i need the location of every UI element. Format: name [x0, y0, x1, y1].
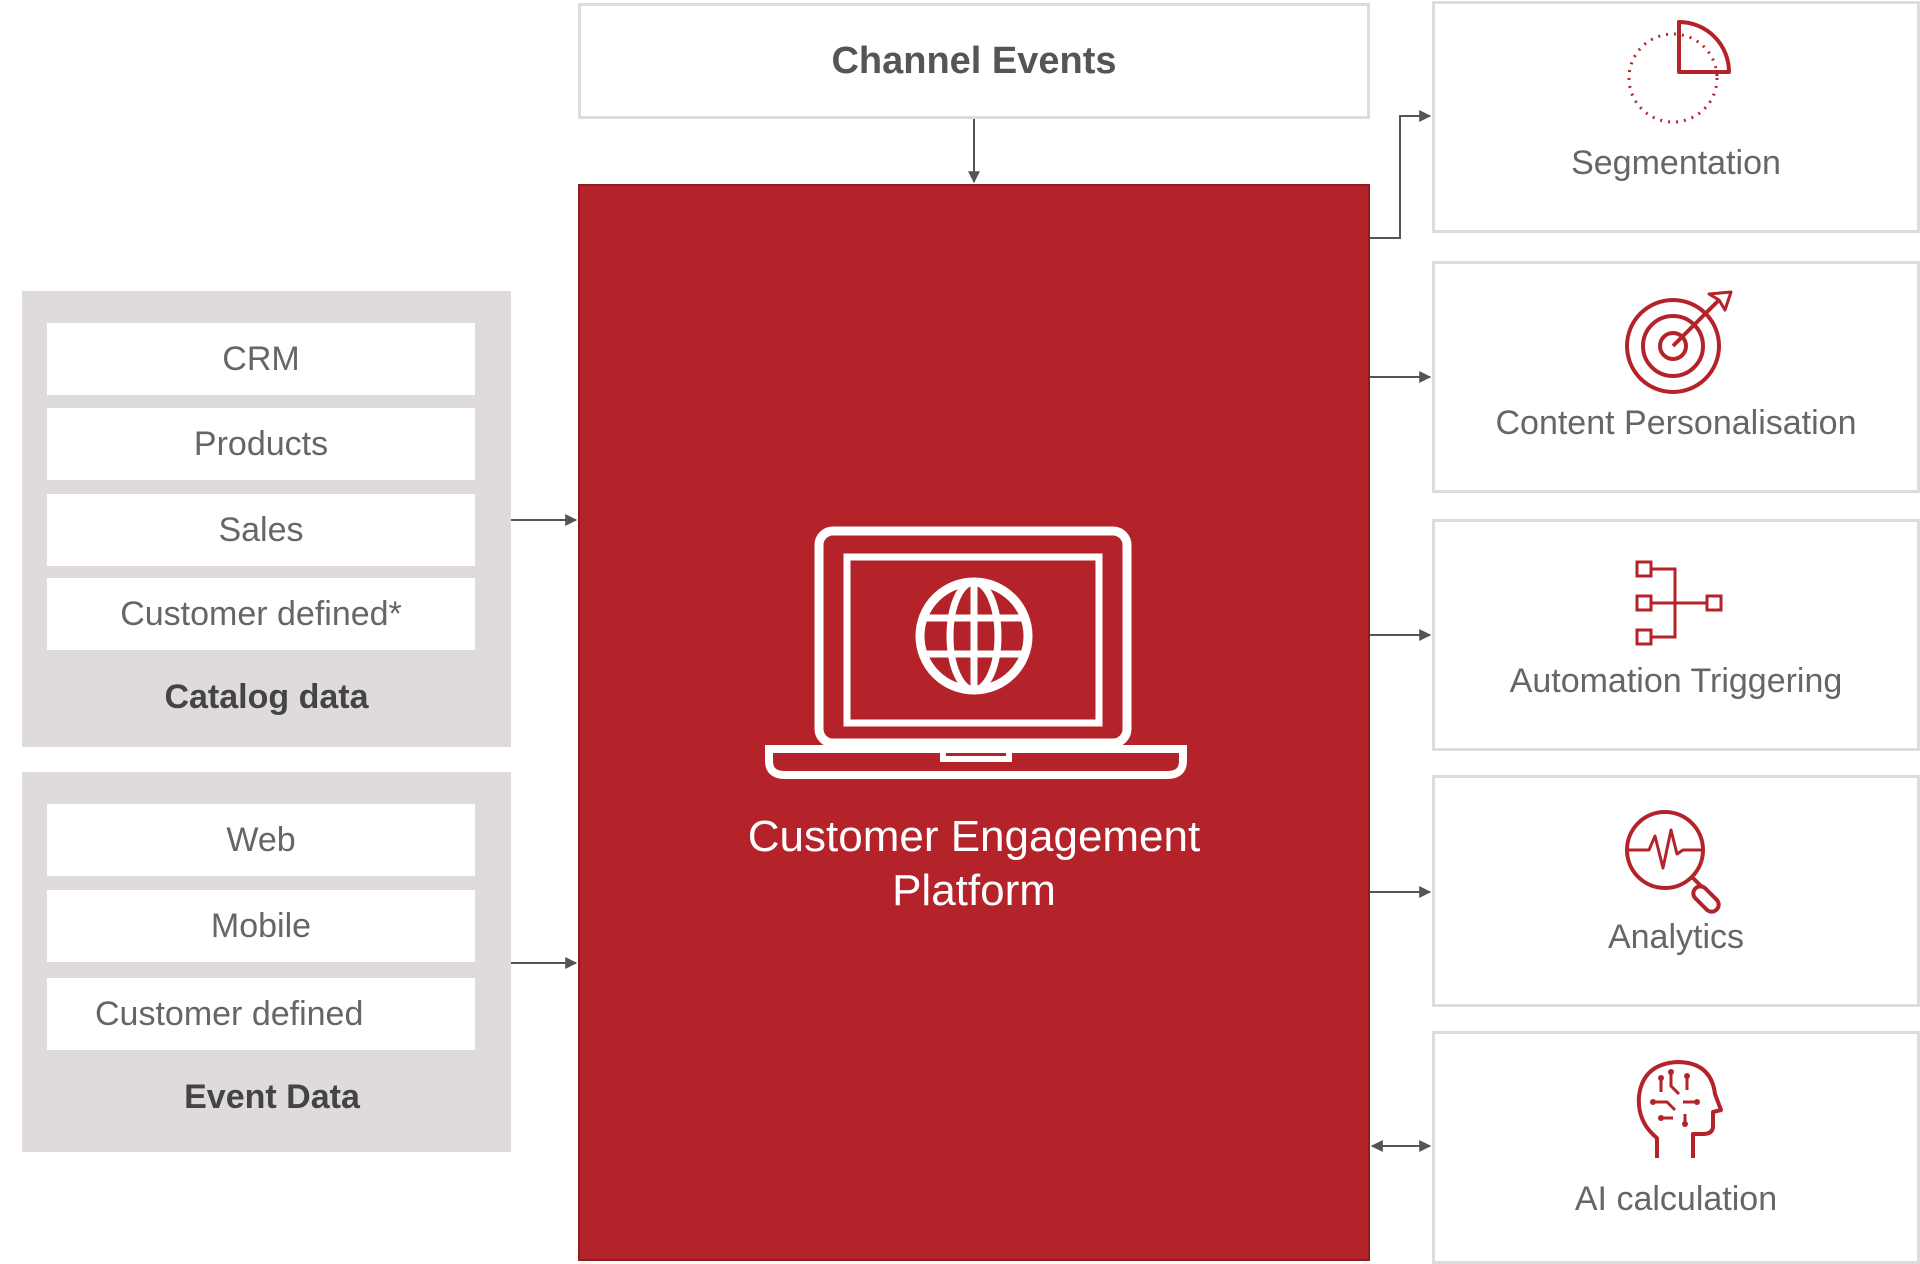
channel-events-box: Channel Events — [578, 3, 1370, 119]
event-item-mobile: Mobile — [47, 890, 475, 962]
laptop-globe-icon — [765, 526, 1187, 779]
platform-title-line2: Platform — [892, 866, 1056, 915]
output-content-personalisation: Content Personalisation — [1432, 261, 1920, 493]
channel-events-label: Channel Events — [831, 39, 1117, 82]
output-analytics: Analytics — [1432, 775, 1920, 1007]
catalog-item-customer-defined: Customer defined* — [47, 578, 475, 650]
arrow-platform-to-segmentation — [1370, 110, 1432, 239]
event-item-web: Web — [47, 804, 475, 876]
event-item-label: Customer defined — [95, 994, 364, 1033]
output-ai-calculation: AI calculation — [1432, 1031, 1920, 1264]
event-item-customer-defined: Customer defined — [47, 978, 475, 1050]
catalog-item-products: Products — [47, 408, 475, 480]
event-data-label: Event Data — [184, 1078, 360, 1116]
catalog-item-crm: CRM — [47, 323, 475, 395]
output-label: AI calculation — [1574, 1180, 1778, 1218]
catalog-item-label: CRM — [222, 339, 300, 378]
output-label: Automation Triggering — [1509, 662, 1843, 700]
output-label: Segmentation — [1571, 144, 1781, 182]
catalog-item-label: Products — [193, 424, 329, 463]
customer-engagement-platform: Customer Engagement Platform — [578, 184, 1370, 1261]
output-segmentation: Segmentation — [1432, 1, 1920, 233]
output-label: Analytics — [1607, 918, 1745, 956]
platform-title-line1: Customer Engagement — [747, 812, 1201, 861]
pie-segment-icon — [1627, 20, 1731, 124]
catalog-data-label: Catalog data — [164, 678, 369, 716]
target-arrow-icon — [1625, 290, 1733, 394]
catalog-item-label: Sales — [218, 510, 304, 549]
output-label: Content Personalisation — [1495, 404, 1857, 442]
output-automation-triggering: Automation Triggering — [1432, 519, 1920, 751]
platform-title: Customer Engagement Platform — [580, 810, 1368, 918]
catalog-item-sales: Sales — [47, 494, 475, 566]
event-item-label: Mobile — [210, 906, 312, 945]
event-item-label: Web — [226, 820, 296, 859]
ai-head-icon — [1636, 1060, 1723, 1158]
magnifier-pulse-icon — [1625, 810, 1721, 914]
flow-nodes-icon — [1635, 560, 1723, 646]
catalog-item-label: Customer defined* — [120, 594, 402, 633]
